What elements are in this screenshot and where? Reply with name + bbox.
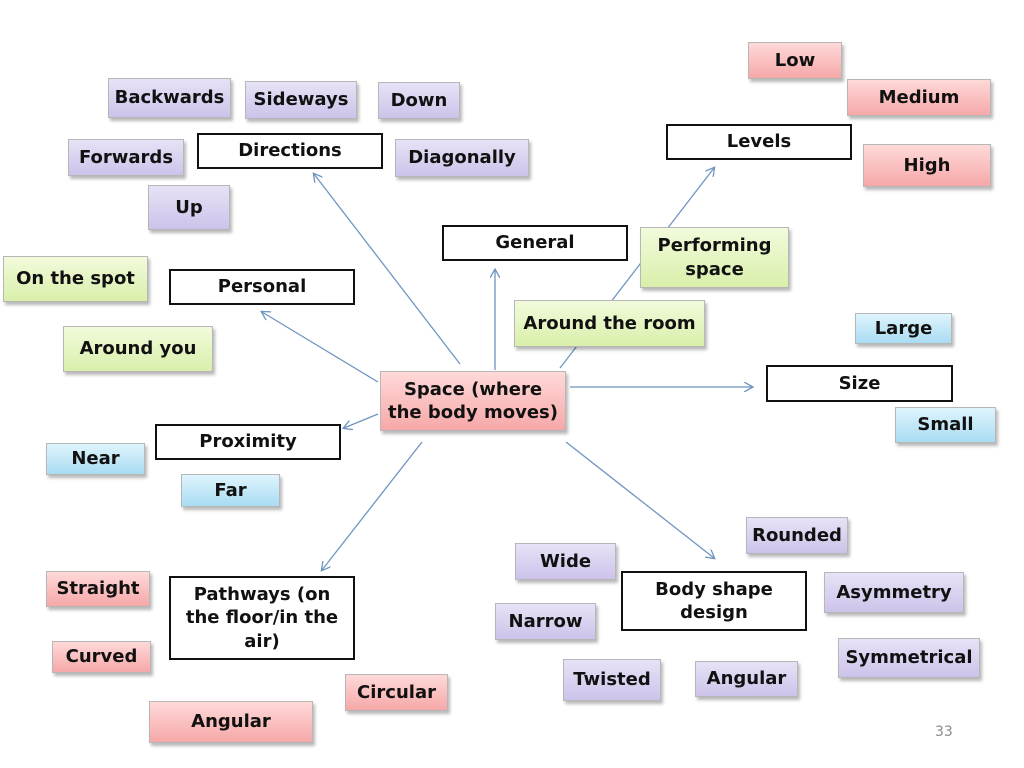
item-high: High bbox=[863, 144, 991, 187]
item-circular: Circular bbox=[345, 674, 448, 711]
page-number: 33 bbox=[935, 724, 953, 740]
item-asymmetry: Asymmetry bbox=[824, 572, 964, 613]
item-far: Far bbox=[181, 474, 280, 507]
item-medium: Medium bbox=[847, 79, 991, 116]
arrow-to-personal bbox=[262, 312, 379, 383]
item-on-the-spot: On the spot bbox=[3, 256, 148, 302]
item-large: Large bbox=[855, 313, 952, 344]
arrow-to-proximity bbox=[344, 413, 379, 428]
item-around-the-room: Around the room bbox=[514, 300, 705, 347]
item-up: Up bbox=[148, 185, 230, 230]
arrow-to-directions bbox=[314, 174, 461, 365]
category-general: General bbox=[442, 225, 628, 261]
arrow-to-pathways bbox=[322, 441, 423, 570]
category-body-shape: Body shape design bbox=[621, 571, 807, 631]
item-small: Small bbox=[895, 407, 996, 443]
item-angular-path: Angular bbox=[149, 701, 313, 743]
category-levels: Levels bbox=[666, 124, 852, 160]
category-pathways: Pathways (on the floor/in the air) bbox=[169, 576, 355, 660]
item-sideways: Sideways bbox=[245, 81, 357, 119]
item-diagonally: Diagonally bbox=[395, 139, 529, 177]
item-curved: Curved bbox=[52, 641, 151, 673]
item-wide: Wide bbox=[515, 543, 616, 580]
category-directions: Directions bbox=[197, 133, 383, 169]
item-symmetrical: Symmetrical bbox=[838, 638, 980, 678]
item-performing-space: Performing space bbox=[640, 227, 789, 288]
center-node-space: Space (where the body moves) bbox=[380, 371, 566, 431]
category-proximity: Proximity bbox=[155, 424, 341, 460]
item-rounded: Rounded bbox=[746, 517, 848, 554]
item-around-you: Around you bbox=[63, 326, 213, 372]
item-down: Down bbox=[378, 82, 460, 119]
item-angular-shape: Angular bbox=[695, 661, 798, 697]
item-straight: Straight bbox=[46, 571, 150, 607]
item-low: Low bbox=[748, 42, 842, 79]
category-size: Size bbox=[766, 365, 953, 402]
item-near: Near bbox=[46, 443, 145, 475]
arrow-to-body-shape bbox=[565, 441, 714, 558]
item-backwards: Backwards bbox=[108, 78, 231, 118]
item-forwards: Forwards bbox=[68, 139, 184, 176]
item-narrow: Narrow bbox=[495, 603, 596, 640]
category-personal: Personal bbox=[169, 269, 355, 305]
item-twisted: Twisted bbox=[563, 659, 661, 701]
